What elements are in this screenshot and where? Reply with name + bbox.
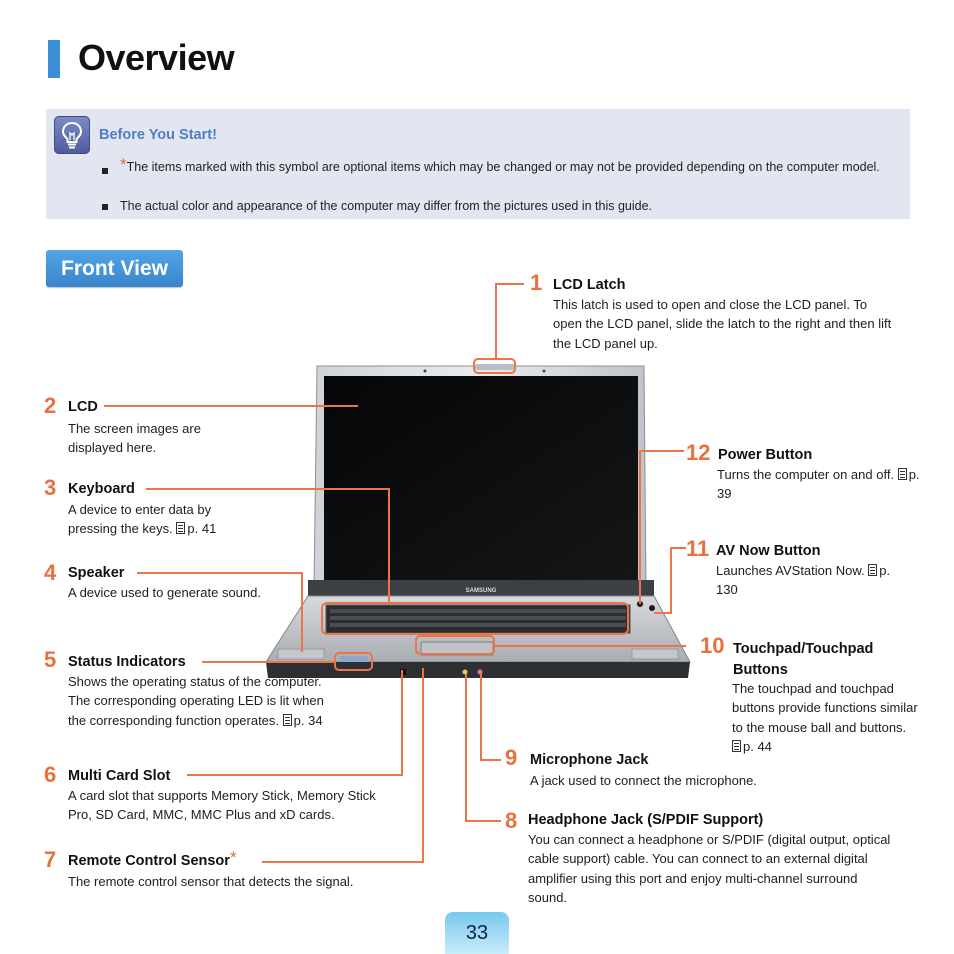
touchpad-desc-text: The touchpad and touchpad buttons provid… [732, 681, 918, 735]
note-item-1-text: The items marked with this symbol are op… [126, 160, 880, 174]
touchpad-label: Touchpad/Touchpad Buttons [733, 641, 874, 678]
av-now-button-page-ref: p. 130 [716, 563, 891, 598]
power-button-desc: Turns the computer on and off. p. 39 [717, 465, 922, 504]
av-now-button-desc-text: Launches AVStation Now. [716, 563, 865, 578]
page-title: Overview [78, 37, 235, 78]
note-heading: Before You Start! [99, 127, 217, 143]
callout-number-9: 9 [505, 745, 518, 770]
status-indicators-desc-text: Shows the operating status of the comput… [68, 674, 324, 728]
lightbulb-icon [54, 116, 90, 154]
av-now-button-label: AV Now Button [716, 543, 821, 559]
microphone-jack-label: Microphone Jack [530, 752, 649, 768]
callout-number-8: 8 [505, 808, 518, 833]
manual-page-icon [868, 564, 878, 576]
note-item-1: *The items marked with this symbol are o… [120, 156, 880, 176]
manual-page-icon [176, 522, 186, 535]
status-indicators-page-ref: p. 34 [293, 712, 323, 728]
status-indicators-label: Status Indicators [68, 654, 186, 670]
lcd-latch-label: LCD Latch [553, 277, 626, 293]
manual-page-icon [897, 468, 907, 480]
front-view-heading: Front View [46, 250, 183, 287]
headphone-jack-desc: You can connect a headphone or S/PDIF (d… [528, 832, 891, 906]
status-indicators-desc: Shows the operating status of the comput… [68, 672, 328, 730]
microphone-jack-desc: A jack used to connect the microphone. [530, 773, 757, 788]
remote-control-sensor-desc: The remote control sensor that detects t… [68, 874, 354, 889]
touchpad-page-ref: p. 44 [743, 739, 772, 755]
lcd-latch-desc: This latch is used to open and close the… [553, 297, 892, 351]
laptop-brand: SAMSUNG [466, 588, 497, 594]
multi-card-slot-desc: A card slot that supports Memory Stick, … [68, 788, 376, 823]
optional-star: * [120, 155, 127, 174]
av-now-button-desc: Launches AVStation Now. p. 130 [716, 561, 906, 600]
callout-number-6: 6 [44, 762, 57, 787]
optional-star: * [229, 848, 237, 867]
callout-number-5: 5 [44, 647, 57, 672]
title-accent-bar [48, 40, 60, 78]
lcd-desc: The screen images are displayed here. [68, 421, 201, 456]
power-button-label: Power Button [718, 447, 813, 463]
callout-number-2: 2 [44, 393, 57, 418]
before-you-start-box [46, 109, 910, 219]
manual-page-icon [732, 740, 741, 753]
callout-number-3: 3 [44, 475, 57, 500]
touchpad-desc: The touchpad and touchpad buttons provid… [732, 679, 918, 757]
keyboard-label: Keyboard [68, 481, 135, 497]
power-button-page-ref: p. 39 [717, 467, 920, 502]
speaker-label: Speaker [68, 565, 125, 581]
callout-number-11: 11 [686, 536, 710, 561]
remote-control-sensor-label: Remote Control Sensor* [68, 849, 237, 870]
bullet-icon [102, 204, 108, 210]
laptop-illustration: SAMSUNG [265, 364, 691, 678]
headphone-jack-label: Headphone Jack (S/PDIF Support) [528, 812, 764, 828]
keyboard-desc-text: A device to enter data by pressing the k… [68, 502, 212, 537]
lcd-label: LCD [68, 399, 98, 415]
note-item-2: The actual color and appearance of the c… [120, 199, 653, 213]
power-button-desc-text: Turns the computer on and off. [717, 467, 895, 482]
manual-page-icon [282, 713, 292, 726]
multi-card-slot-label: Multi Card Slot [68, 768, 171, 784]
callout-number-10: 10 [700, 633, 725, 658]
speaker-desc: A device used to generate sound. [68, 585, 261, 600]
page-number: 33 [445, 912, 509, 954]
remote-control-sensor-label-text: Remote Control Sensor [68, 853, 230, 869]
callout-number-7: 7 [44, 847, 57, 872]
bullet-icon [102, 168, 108, 174]
callout-number-4: 4 [44, 560, 57, 585]
keyboard-desc: A device to enter data by pressing the k… [68, 500, 248, 539]
callout-number-1: 1 [530, 270, 543, 295]
keyboard-page-ref: p. 41 [187, 521, 217, 537]
callout-number-12: 12 [686, 440, 711, 465]
